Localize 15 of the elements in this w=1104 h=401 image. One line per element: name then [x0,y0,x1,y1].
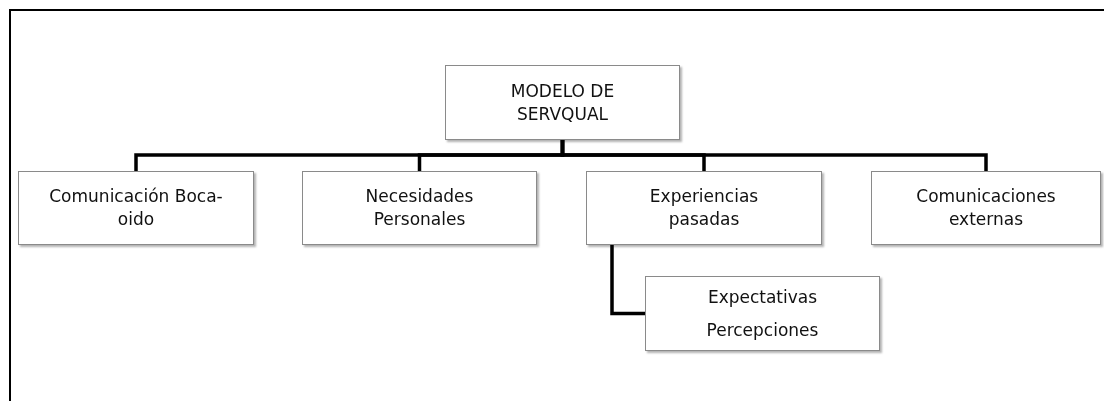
concept-box [645,276,880,351]
concept-box [302,171,537,245]
box-label: Expectativas [707,285,818,309]
box-label: Comunicación Boca-oido [49,185,223,231]
connector-line [560,140,988,171]
concept-box [871,171,1101,245]
concept-box [586,171,822,245]
connector-line [610,245,645,316]
box-label: Comunicaciones externas [915,185,1057,231]
box-label: MODELO DE SERVQUAL [509,79,616,126]
box-label: Percepciones [706,318,819,342]
root-box [445,65,680,140]
box-label: Experiencias pasadas [648,185,760,231]
concept-box [18,171,254,245]
box-label: Necesidades Personales [364,185,475,231]
